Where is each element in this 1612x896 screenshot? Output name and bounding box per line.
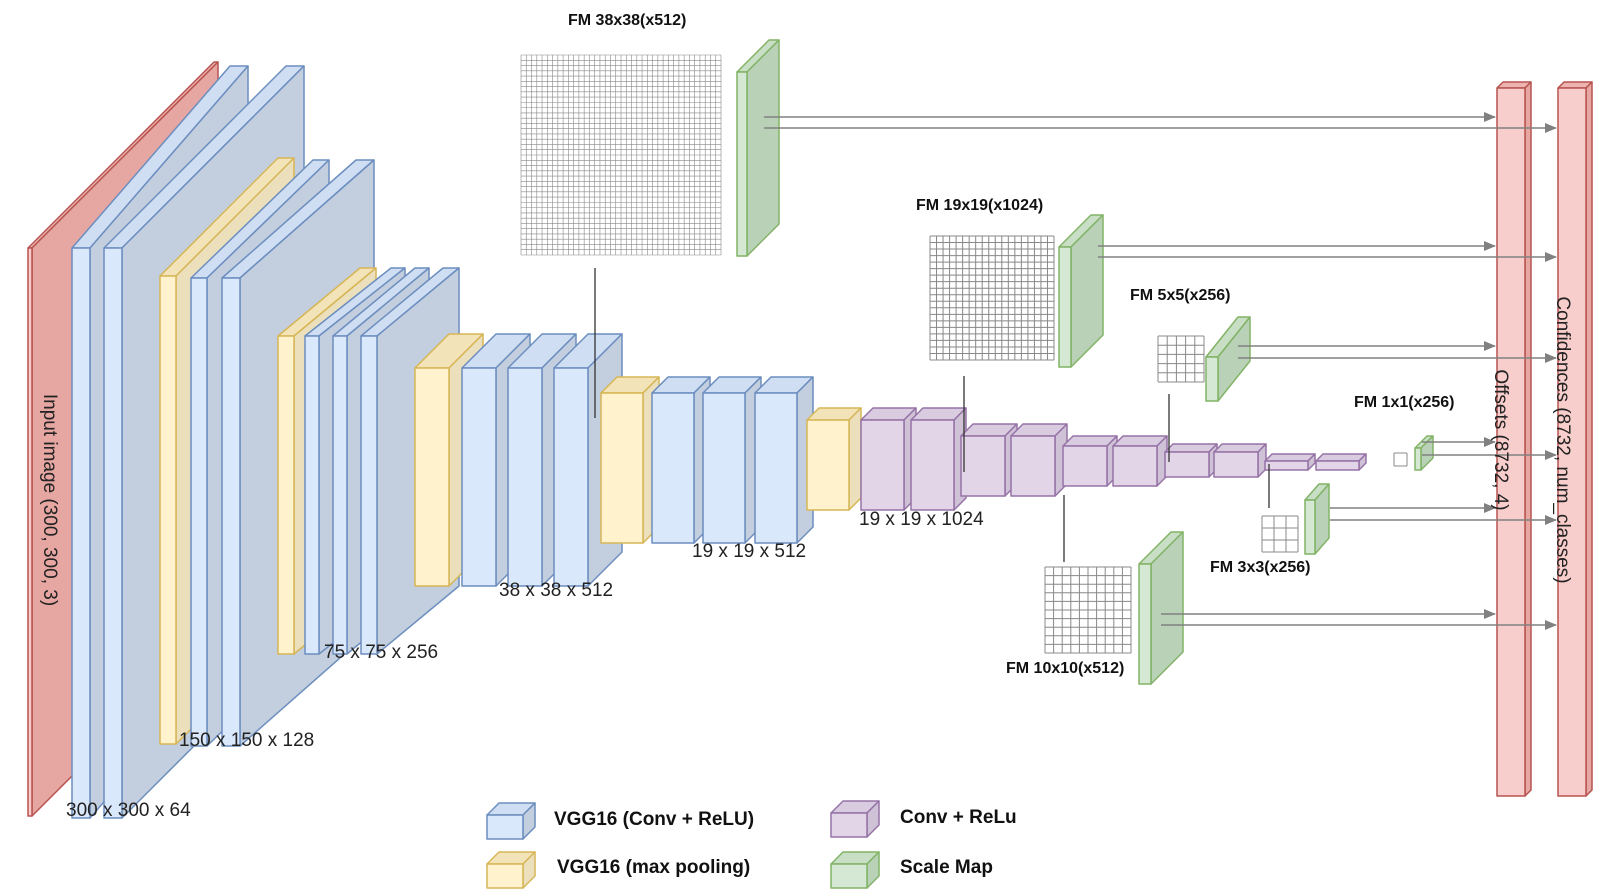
legend-vgg-conv-label: VGG16 (Conv + ReLU) xyxy=(554,809,754,830)
scale-map-3 xyxy=(1304,483,1330,555)
conv-relu-block xyxy=(1264,453,1316,471)
conv-relu-block xyxy=(1010,423,1068,497)
conv-relu-block xyxy=(860,407,917,511)
fm-19-grid xyxy=(929,235,1055,361)
conv-relu-block xyxy=(960,423,1018,497)
conv-relu-block xyxy=(1062,435,1118,487)
fm-3-label: FM 3x3(x256) xyxy=(1210,559,1311,576)
size-label-19: 19 x 19 x 512 xyxy=(692,541,806,562)
fm-10-label: FM 10x10(x512) xyxy=(1006,660,1124,677)
offsets-label: Offsets (8732, 4) xyxy=(1490,369,1511,510)
fm-5-grid xyxy=(1157,335,1205,383)
vgg-pool-block xyxy=(600,376,660,544)
scale-map-5 xyxy=(1205,316,1251,402)
fm-1-label: FM 1x1(x256) xyxy=(1354,394,1455,411)
scale-map-19 xyxy=(1058,214,1104,368)
conv-relu-block xyxy=(1112,435,1168,487)
size-label-38: 38 x 38 x 512 xyxy=(499,580,613,601)
confidences-label: Confidences (8732, num_classes) xyxy=(1552,296,1573,583)
conv-relu-block xyxy=(1213,443,1267,478)
size-label-150: 150 x 150 x 128 xyxy=(179,730,314,751)
vgg-pool-block xyxy=(806,407,862,511)
conv-relu-block xyxy=(910,407,967,511)
legend-vgg-pool-swatch xyxy=(486,851,536,889)
legend-conv-relu-label: Conv + ReLu xyxy=(900,807,1017,828)
size-label-300: 300 x 300 x 64 xyxy=(66,800,191,821)
conv-relu-block xyxy=(1315,453,1367,471)
legend-vgg-conv-swatch xyxy=(486,802,536,840)
fm-3-grid xyxy=(1261,515,1299,553)
size-label-75: 75 x 75 x 256 xyxy=(324,642,438,663)
vgg-conv-block xyxy=(702,376,762,544)
scale-map-1 xyxy=(1414,435,1434,471)
fm-10-grid xyxy=(1044,566,1132,654)
offsets-output-block xyxy=(1496,81,1532,797)
legend-scale-map-swatch xyxy=(830,851,880,889)
fm-38-label: FM 38x38(x512) xyxy=(568,12,686,29)
fm-1-grid xyxy=(1393,452,1408,467)
conv-relu-block xyxy=(1164,443,1218,478)
fm-5-label: FM 5x5(x256) xyxy=(1130,287,1231,304)
fm-38-grid xyxy=(520,54,722,256)
legend-vgg-pool-label: VGG16 (max pooling) xyxy=(557,857,750,878)
scale-map-38 xyxy=(736,39,780,257)
fm-19-label: FM 19x19(x1024) xyxy=(916,197,1043,214)
confidences-output-block xyxy=(1557,81,1593,797)
legend-conv-relu-swatch xyxy=(830,800,880,838)
legend-scale-map-label: Scale Map xyxy=(900,857,993,878)
vgg-conv-block xyxy=(754,376,814,544)
scale-map-10 xyxy=(1138,531,1184,685)
input-image-label: Input image (300, 300, 3) xyxy=(39,394,60,606)
vgg-conv-block xyxy=(651,376,711,544)
size-label-19-1024: 19 x 19 x 1024 xyxy=(859,509,984,530)
